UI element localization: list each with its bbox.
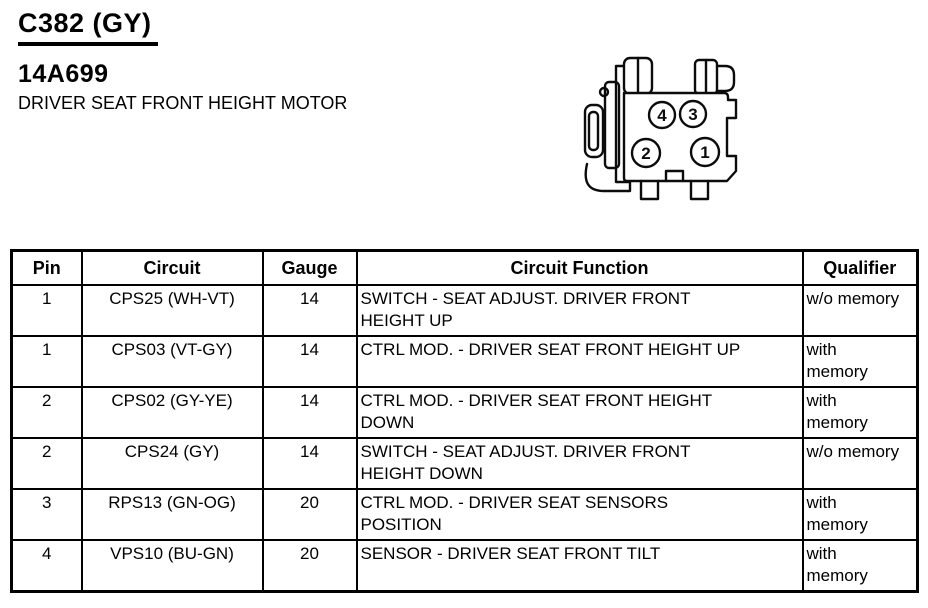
circuit-cell: CPS24 (GY)	[80, 437, 264, 490]
connector-diagram: 4 3 2 1	[583, 56, 738, 201]
connector-description: DRIVER SEAT FRONT HEIGHT MOTOR	[18, 93, 348, 113]
pin-marker-4: 4	[647, 100, 677, 130]
svg-text:2: 2	[641, 144, 650, 163]
gauge-cell: 20	[261, 488, 358, 541]
function-cell: SENSOR - DRIVER SEAT FRONT TILT	[355, 539, 804, 593]
circuit-cell: RPS13 (GN-OG)	[80, 488, 264, 541]
table-row: 3 RPS13 (GN-OG) 20 CTRL MOD. - DRIVER SE…	[10, 488, 919, 541]
gauge-cell: 14	[261, 284, 358, 337]
circuit-cell: CPS03 (VT-GY)	[80, 335, 264, 388]
qualifier-cell: w/o memory	[801, 437, 919, 490]
connector-leg-right	[689, 179, 710, 201]
pinout-table: Pin Circuit Gauge Circuit Function Quali…	[10, 249, 919, 593]
connector-body	[622, 91, 738, 183]
column-header-gauge: Gauge	[261, 249, 358, 286]
column-header-pin: Pin	[10, 249, 83, 286]
connector-tab-top-right	[693, 58, 736, 96]
pin-marker-3: 3	[678, 99, 708, 129]
pin-cell: 1	[10, 335, 83, 388]
table-row: 2 CPS24 (GY) 14 SWITCH - SEAT ADJUST. DR…	[10, 437, 919, 490]
circuit-cell: VPS10 (BU-GN)	[80, 539, 264, 593]
qualifier-cell: with memory	[801, 335, 919, 388]
gauge-cell: 14	[261, 437, 358, 490]
circuit-cell: CPS02 (GY-YE)	[80, 386, 264, 439]
qualifier-cell: with memory	[801, 386, 919, 439]
function-cell: CTRL MOD. - DRIVER SEAT FRONT HEIGHT DOW…	[355, 386, 804, 439]
pin-cell: 4	[10, 539, 83, 593]
pin-cell: 1	[10, 284, 83, 337]
connector-leg-left	[639, 179, 660, 201]
circuit-cell: CPS25 (WH-VT)	[80, 284, 264, 337]
table-row: 2 CPS02 (GY-YE) 14 CTRL MOD. - DRIVER SE…	[10, 386, 919, 439]
table-row: 1 CPS03 (VT-GY) 14 CTRL MOD. - DRIVER SE…	[10, 335, 919, 388]
qualifier-cell: w/o memory	[801, 284, 919, 337]
pin-marker-2: 2	[630, 137, 662, 169]
pin-marker-1: 1	[689, 136, 721, 168]
svg-text:4: 4	[657, 106, 667, 125]
connector-bottom-bump	[664, 169, 685, 183]
part-number: 14A699	[18, 60, 109, 88]
qualifier-cell: with memory	[801, 488, 919, 541]
gauge-cell: 20	[261, 539, 358, 593]
table-row: 4 VPS10 (BU-GN) 20 SENSOR - DRIVER SEAT …	[10, 539, 919, 593]
column-header-circuit: Circuit	[80, 249, 264, 286]
column-header-qualifier: Qualifier	[801, 249, 919, 286]
gauge-cell: 14	[261, 386, 358, 439]
pin-cell: 2	[10, 437, 83, 490]
table-header-row: Pin Circuit Gauge Circuit Function Quali…	[10, 249, 919, 286]
pin-cell: 2	[10, 386, 83, 439]
svg-text:1: 1	[700, 143, 709, 162]
qualifier-cell: with memory	[801, 539, 919, 593]
gauge-cell: 14	[261, 335, 358, 388]
connector-id-title: C382 (GY)	[18, 8, 158, 46]
function-cell: SWITCH - SEAT ADJUST. DRIVER FRONT HEIGH…	[355, 437, 804, 490]
column-header-function: Circuit Function	[355, 249, 804, 286]
connector-tab-top-left	[622, 56, 654, 96]
svg-text:3: 3	[688, 105, 697, 124]
table-row: 1 CPS25 (WH-VT) 14 SWITCH - SEAT ADJUST.…	[10, 284, 919, 337]
function-cell: CTRL MOD. - DRIVER SEAT SENSORS POSITION	[355, 488, 804, 541]
function-cell: CTRL MOD. - DRIVER SEAT FRONT HEIGHT UP	[355, 335, 804, 388]
function-cell: SWITCH - SEAT ADJUST. DRIVER FRONT HEIGH…	[355, 284, 804, 337]
pin-cell: 3	[10, 488, 83, 541]
